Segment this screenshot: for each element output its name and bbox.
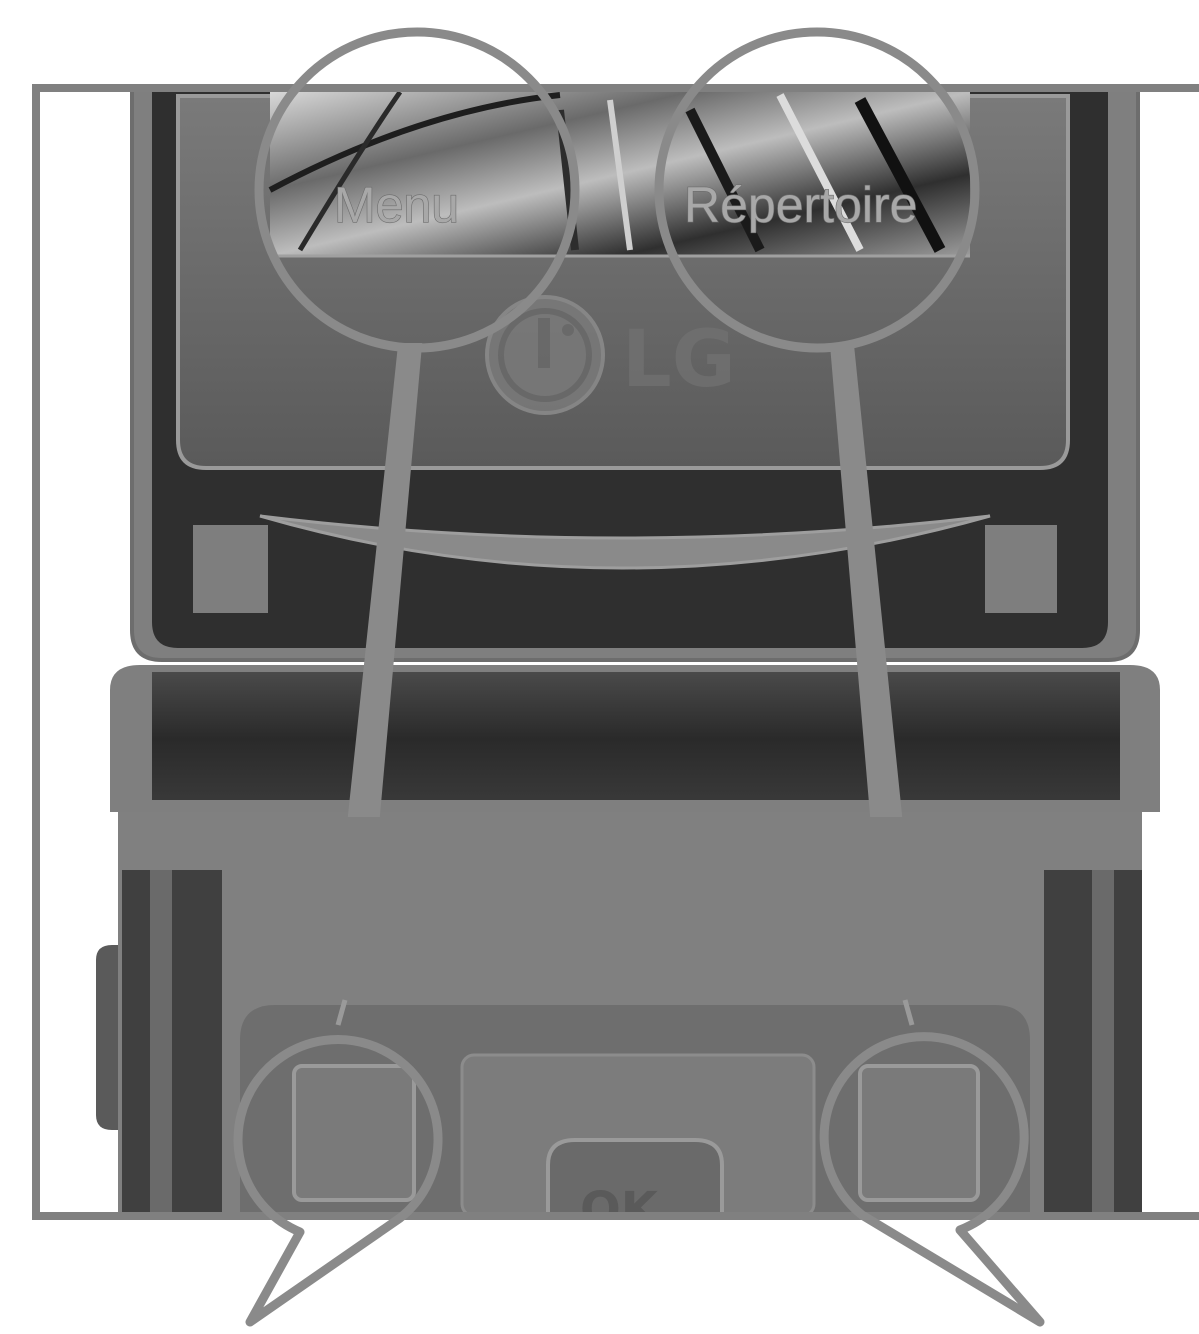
ok-key[interactable]: OK — [548, 1140, 722, 1238]
flip-left-square — [193, 525, 268, 613]
flip-right-square — [985, 525, 1057, 613]
lg-logo-text: LG — [622, 315, 736, 405]
left-soft-key-button[interactable] — [294, 1066, 414, 1200]
right-soft-key-button[interactable] — [860, 1066, 978, 1200]
right-soft-key-label: Répertoire — [684, 177, 917, 233]
left-soft-key-label: Menu — [334, 177, 459, 233]
ok-key-label: OK — [580, 1182, 660, 1238]
